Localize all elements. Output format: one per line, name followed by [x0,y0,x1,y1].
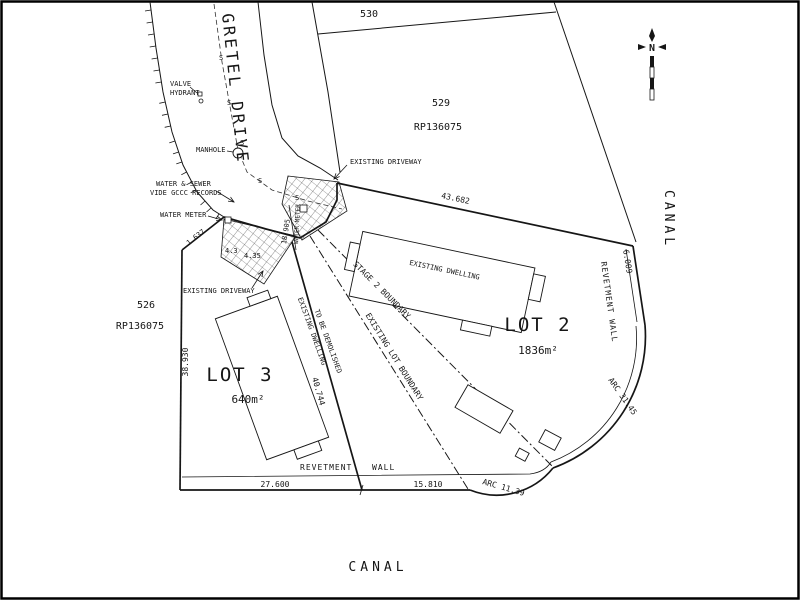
hydrant-label: HYDRANT [170,89,200,97]
road-edge-tick-marks [144,9,220,220]
north-pole-2 [649,66,655,79]
lot530-west-boundary [311,1,341,173]
water-sewer-label-2: VIDE GCCC RECORDS [150,189,222,197]
north-arrow-right [658,44,666,50]
lot530-label: 530 [360,9,378,20]
lot3-dwelling-step-left [246,289,272,307]
hydrant-symbol [198,98,204,104]
dim-right-upper: 6.009 [621,249,634,274]
north-pole-3 [650,78,654,89]
lot2-dwelling-group: EXISTING DWELLING [343,230,546,337]
boundary-left [179,249,183,491]
north-label: N [649,43,655,54]
road-right-edge [257,1,339,181]
lot529-label: 529 [432,98,450,109]
north-pole-4 [649,88,655,101]
driveway-left-leader [251,271,263,289]
boundary-top [336,182,634,247]
lot529-canal-boundary [553,1,637,243]
boundary-right-upper [632,245,646,326]
lot3-dwelling-group [214,289,330,461]
water-sewer-label-1: WATER & SEWER [156,180,212,188]
boundary-top-left [181,216,225,251]
dim-drive-w2: 4.35 [244,252,261,260]
water-meter-label-drive: WATER METER [293,204,302,244]
road-left-edge [149,1,225,218]
lot3-east-boundary [291,241,363,491]
canal-label-right: CANAL [661,190,676,249]
lot2-dwelling-step-left [343,241,361,273]
lot2-dwelling-step-right [527,273,546,303]
driveway-left-label: EXISTING DRIVEWAY [183,287,255,295]
outbuilding-small [538,428,562,452]
water-sewer-leader [215,190,234,202]
outbuilding-tiny [514,447,530,462]
revetment-bottom-label-1: REVETMENT [300,463,352,472]
lot2-name: LOT 2 [504,314,571,336]
valve-leader [189,86,198,94]
existing-driveway-hatch-top [281,175,348,241]
north-arrow-left [638,44,646,50]
dim-bottom-right: 15.810 [414,480,443,489]
water-meter-symbol-drive [299,204,308,213]
lot2-dwelling-step-bottom [459,319,493,337]
sewer-marker-2: S [227,99,231,107]
revetment-wall-arc [550,325,637,463]
boundary-bottom-arc [469,467,554,496]
north-arrow-diamond [649,28,655,42]
driveway-top-leader [334,164,348,179]
water-meter-label-left: WATER METER [160,211,207,219]
outbuilding-shed [454,384,514,434]
sewer-marker-4: S [258,177,262,185]
lot3-dwelling-step-right [293,440,323,460]
dim-bottom-left: 27.600 [261,480,290,489]
revetment-wall-right [625,248,638,323]
water-meter-symbol-left [224,216,232,224]
lot529-plan-label: RP136075 [414,122,462,133]
lot530-529-boundary [317,11,557,35]
revetment-wall-bottom [181,461,552,478]
canal-label-bottom: CANAL [348,560,407,575]
sewer-marker-3: S [240,139,244,147]
dim-meter-seg: 18.905 [280,219,292,245]
driveway-top-label: EXISTING DRIVEWAY [350,158,422,166]
lot526-plan-label: RP136075 [116,321,164,332]
valve-symbol [197,91,203,97]
valve-label: VALVE [170,80,191,88]
north-pole-1 [650,56,654,67]
manhole-leader [226,150,234,153]
sewer-marker-5: S [295,194,299,202]
dim-left-boundary: 38.930 [181,347,190,376]
lot3-area: 640m² [231,393,264,406]
lot526-label: 526 [137,300,155,311]
boundary-right-arc [552,324,647,469]
manhole-symbol [232,147,244,159]
manhole-label: MANHOLE [196,146,226,154]
meter-strip-line [288,204,297,251]
lot2-area: 1836m² [518,344,558,357]
sewer-marker-1: S [219,54,223,62]
boundary-frontage [223,183,338,239]
dim-drive-w1: 4.3 [225,247,238,255]
existing-lot-boundary-line [309,235,469,490]
lot3-name: LOT 3 [206,364,273,386]
revetment-bottom-label-2: WALL [372,463,395,472]
water-meter-leader [207,215,222,220]
north-arrow: N [638,28,666,101]
